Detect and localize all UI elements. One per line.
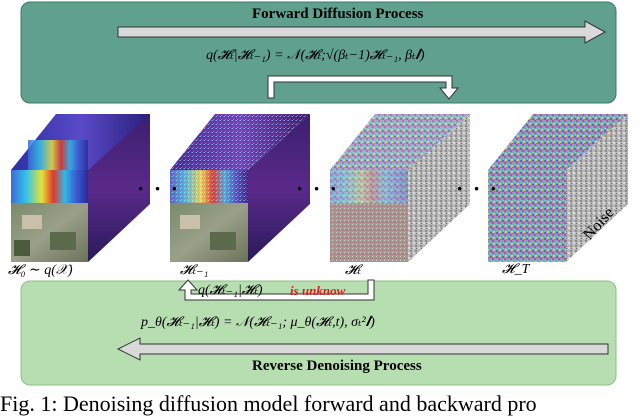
label-h0: 𝓗₀ ∼ q(𝒳) bbox=[8, 263, 73, 278]
cube-ht-1 bbox=[170, 114, 310, 262]
diffusion-diagram: Forward Diffusion Process q(𝓗ₜ|𝓗ₜ₋₁) = 𝒩… bbox=[0, 1, 628, 416]
forward-uturn-arrow bbox=[267, 75, 460, 100]
cube-h0 bbox=[11, 114, 150, 262]
forward-equation: q(𝓗ₜ|𝓗ₜ₋₁) = 𝒩(𝓗ₜ;√(βₜ−1)𝓗ₜ₋₁, βₜ𝑰) bbox=[206, 48, 425, 63]
posterior-term: q(𝓗ₜ₋₁|𝓗ₜ) bbox=[198, 283, 263, 298]
reverse-uturn-arrow bbox=[177, 279, 375, 301]
ellipsis-2: · · · bbox=[296, 176, 340, 201]
unknown-note: is unknow bbox=[290, 283, 346, 298]
forward-title: Forward Diffusion Process bbox=[252, 6, 424, 22]
reverse-title: Reverse Denoising Process bbox=[252, 358, 422, 374]
ellipsis-3: · · · bbox=[456, 176, 500, 201]
figure-caption: Fig. 1: Denoising diffusion model forwar… bbox=[0, 391, 537, 416]
reverse-arrow bbox=[116, 337, 609, 361]
diagram-graphics bbox=[11, 1, 628, 386]
cube-hT bbox=[488, 114, 628, 262]
ellipsis-1: · · · bbox=[137, 176, 181, 201]
label-ht-1: 𝓗ₜ₋₁ bbox=[180, 263, 209, 278]
reverse-panel bbox=[20, 280, 617, 386]
label-ht: 𝓗ₜ bbox=[345, 263, 362, 278]
reverse-equation: p_θ(𝓗ₜ₋₁|𝓗ₜ) = 𝒩(𝓗ₜ₋₁; μ_θ(𝓗ₜ,t), σₜ²𝑰) bbox=[141, 315, 375, 330]
label-hT: 𝓗_T bbox=[502, 262, 530, 277]
forward-arrow bbox=[117, 20, 607, 44]
cube-ht bbox=[330, 114, 470, 262]
